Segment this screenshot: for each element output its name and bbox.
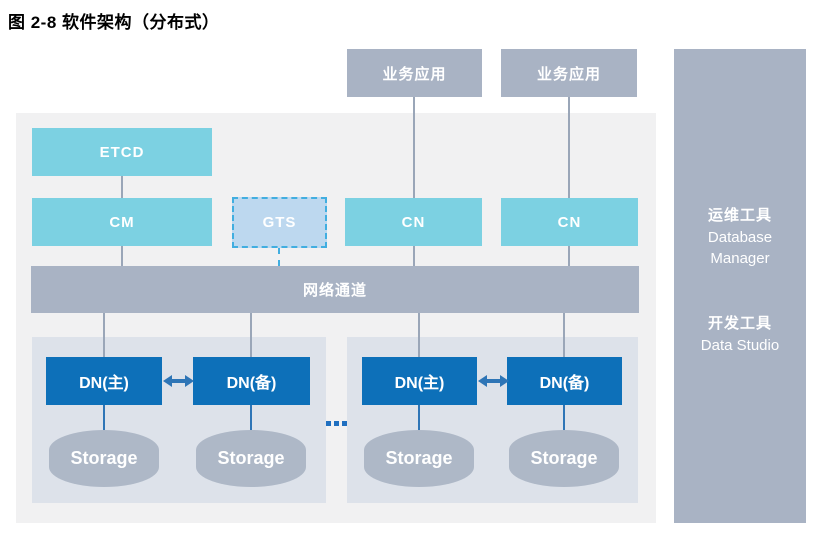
dev-tools-title: 开发工具 (707, 315, 772, 332)
connector-cn1-network (413, 246, 415, 266)
etcd-label: ETCD (99, 143, 145, 161)
gts-box: GTS (232, 197, 327, 248)
figure-title: 图 2-8 软件架构（分布式） (8, 13, 220, 32)
etcd-box: ETCD (32, 128, 212, 176)
connector-cn2-network (568, 246, 570, 266)
cn-box-2: CN (501, 198, 638, 246)
connector-dn4-storage (563, 405, 565, 430)
connector-network-dn3 (418, 313, 420, 357)
ops-tools-group: 运维工具 Database Manager (674, 205, 806, 269)
business-app-label: 业务应用 (382, 65, 447, 83)
ellipsis-dots (326, 421, 347, 426)
connector-network-dn1 (103, 313, 105, 357)
cm-label: CM (109, 213, 135, 231)
business-app-box-1: 业务应用 (347, 49, 482, 97)
ops-tools-product-line2: Manager (710, 250, 770, 267)
connector-etcd-cm (121, 176, 123, 198)
cn-label: CN (401, 213, 426, 231)
dev-tools-product: Data Studio (700, 337, 780, 354)
cn-label: CN (557, 213, 582, 231)
sync-arrow-icon-shard2 (478, 375, 509, 387)
dn-standby-label: DN(备) (226, 375, 277, 392)
business-app-box-2: 业务应用 (501, 49, 637, 97)
dn-standby-label: DN(备) (539, 375, 590, 392)
dev-tools-group: 开发工具 Data Studio (674, 313, 806, 356)
connector-cm-network (121, 246, 123, 266)
tools-sidebar: 运维工具 Database Manager 开发工具 Data Studio (674, 49, 806, 523)
ellipsis-dot (334, 421, 339, 426)
connector-network-dn2 (250, 313, 252, 357)
connector-dn1-storage (103, 405, 105, 430)
dn-standby-box-shard1: DN(备) (193, 357, 310, 405)
cn-box-1: CN (345, 198, 482, 246)
dn-standby-box-shard2: DN(备) (507, 357, 622, 405)
connector-network-dn4 (563, 313, 565, 357)
dn-primary-label: DN(主) (79, 375, 129, 392)
ellipsis-dot (342, 421, 347, 426)
dn-primary-box-shard1: DN(主) (46, 357, 162, 405)
business-app-label: 业务应用 (536, 65, 601, 83)
storage-label: Storage (70, 448, 138, 468)
storage-label: Storage (385, 448, 453, 468)
storage-cylinder-4: Storage (509, 430, 619, 487)
network-channel-label: 网络通道 (302, 282, 367, 299)
ops-tools-product-line1: Database (707, 229, 773, 246)
connector-app1-cn1 (413, 97, 415, 198)
dn-primary-label: DN(主) (394, 375, 445, 392)
ellipsis-dot (326, 421, 331, 426)
connector-dn3-storage (418, 405, 420, 430)
storage-label: Storage (530, 448, 598, 468)
cm-box: CM (32, 198, 212, 246)
gts-label: GTS (262, 214, 297, 231)
ops-tools-title: 运维工具 (707, 207, 772, 224)
connector-dn2-storage (250, 405, 252, 430)
dn-primary-box-shard2: DN(主) (362, 357, 477, 405)
connector-gts-network (278, 248, 280, 266)
network-channel-bar: 网络通道 (31, 266, 639, 313)
connector-app2-cn2 (568, 97, 570, 198)
storage-cylinder-2: Storage (196, 430, 306, 487)
sync-arrow-icon-shard1 (163, 375, 194, 387)
storage-cylinder-3: Storage (364, 430, 474, 487)
storage-label: Storage (217, 448, 285, 468)
storage-cylinder-1: Storage (49, 430, 159, 487)
